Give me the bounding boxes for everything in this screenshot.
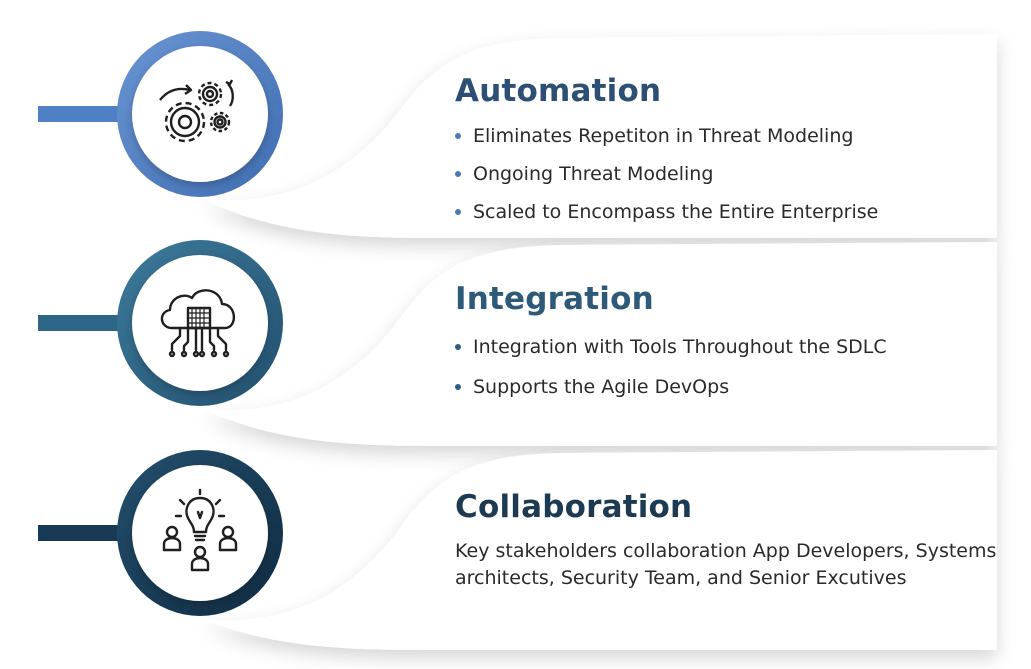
bullet-item: Ongoing Threat Modeling bbox=[455, 161, 878, 199]
section-title: Automation bbox=[455, 73, 662, 109]
connector-bar-3 bbox=[38, 525, 123, 541]
bullet-text: Supports the Agile DevOps bbox=[473, 376, 730, 398]
section-automation: Automation Eliminates Repetiton in Threa… bbox=[0, 20, 1031, 223]
section-title: Integration bbox=[455, 281, 654, 317]
bullet-item: Scaled to Encompass the Entire Enterpris… bbox=[455, 199, 878, 237]
bullet-dot bbox=[455, 344, 461, 350]
connector-bar-1 bbox=[38, 106, 123, 122]
bullet-text: Integration with Tools Throughout the SD… bbox=[473, 336, 887, 358]
section-title: Collaboration bbox=[455, 489, 693, 525]
bullet-text: Eliminates Repetiton in Threat Modeling bbox=[473, 125, 854, 147]
bullet-item: Supports the Agile DevOps bbox=[455, 374, 887, 414]
gears-icon bbox=[159, 79, 234, 143]
bullet-dot bbox=[455, 384, 461, 390]
cloud-network-icon bbox=[160, 289, 235, 358]
bullet-list: Integration with Tools Throughout the SD… bbox=[455, 334, 887, 414]
ring-inner-1 bbox=[132, 46, 268, 182]
bullet-list: Eliminates Repetiton in Threat Modeling … bbox=[455, 123, 878, 237]
bullet-dot bbox=[455, 209, 461, 215]
bullet-dot bbox=[455, 133, 461, 139]
bullet-item: Eliminates Repetiton in Threat Modeling bbox=[455, 123, 878, 161]
bullet-text: Scaled to Encompass the Entire Enterpris… bbox=[473, 201, 879, 223]
team-idea-icon bbox=[162, 488, 238, 572]
section-description: Key stakeholders collaboration App Devel… bbox=[455, 540, 997, 589]
section-collaboration: Collaboration Key stakeholders collabora… bbox=[0, 436, 1031, 636]
section-integration: Integration Integration with Tools Throu… bbox=[0, 228, 1031, 428]
swoosh-3 bbox=[205, 450, 997, 650]
bullet-dot bbox=[455, 171, 461, 177]
bullet-item: Integration with Tools Throughout the SD… bbox=[455, 334, 887, 374]
bullet-text: Ongoing Threat Modeling bbox=[473, 163, 714, 185]
connector-bar-2 bbox=[38, 315, 123, 331]
swoosh-1 bbox=[205, 34, 997, 238]
swoosh-2 bbox=[205, 242, 997, 446]
